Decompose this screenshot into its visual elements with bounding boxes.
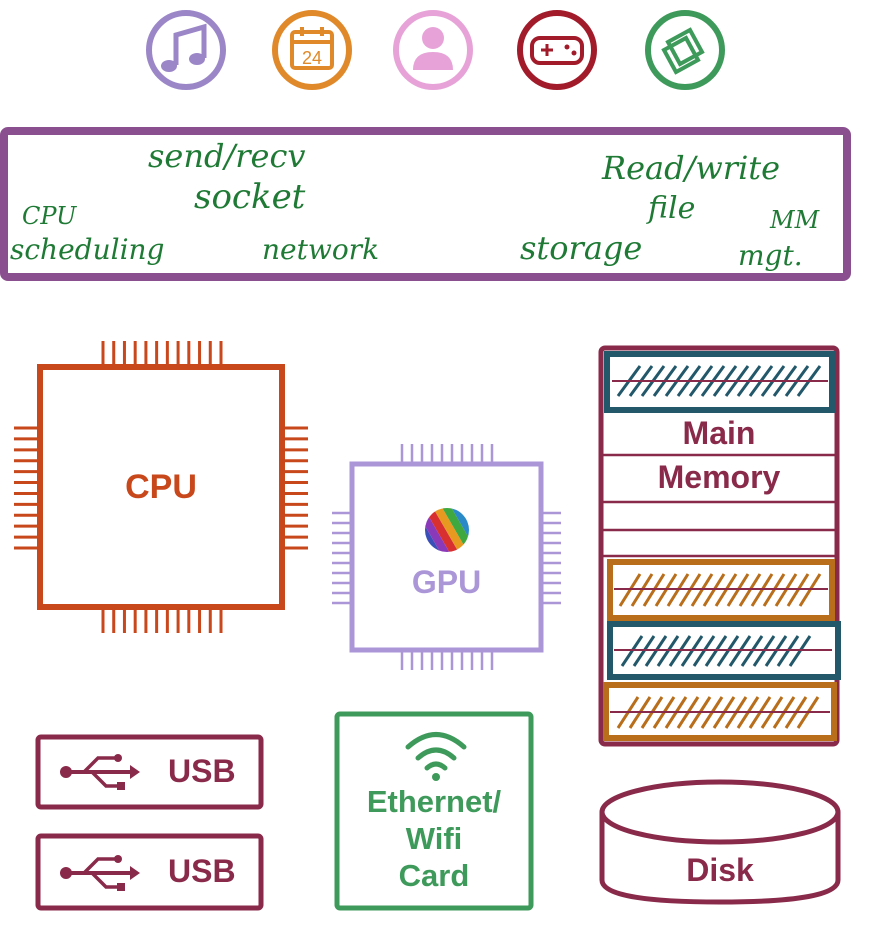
annotation-read-write: Read/write bbox=[602, 149, 781, 187]
annotation-send-recv: send/recv bbox=[148, 137, 306, 175]
usb-icon-2 bbox=[60, 855, 140, 891]
disk-label: Disk bbox=[686, 852, 754, 888]
usb-label-1: USB bbox=[168, 753, 236, 789]
memory-block-orange-1 bbox=[607, 559, 835, 621]
annotation-socket: socket bbox=[194, 177, 306, 217]
annotation-file: file bbox=[648, 191, 696, 226]
annotation-scheduling: scheduling bbox=[10, 233, 165, 266]
usb-icon-1 bbox=[60, 754, 140, 790]
memory-label-line1: Main bbox=[682, 415, 756, 451]
calendar-icon: 24 bbox=[272, 10, 352, 90]
contacts-icon bbox=[393, 10, 473, 90]
disk-cylinder bbox=[599, 779, 841, 905]
annotation-mgt: mgt. bbox=[738, 239, 803, 272]
calendar-day: 24 bbox=[302, 48, 322, 68]
network-card-line1: Ethernet/ bbox=[366, 784, 502, 819]
file-icon bbox=[645, 10, 725, 90]
memory-block-teal-2 bbox=[607, 621, 841, 680]
cpu-label: CPU bbox=[125, 468, 197, 506]
usb-port-1 bbox=[35, 734, 264, 810]
network-card-line3: Card bbox=[398, 858, 470, 893]
wifi-icon bbox=[405, 732, 467, 781]
annotation-cpu: CPU bbox=[22, 202, 77, 230]
annotation-network: network bbox=[262, 233, 380, 266]
annotation-mm: MM bbox=[770, 206, 820, 234]
network-card bbox=[334, 711, 534, 911]
memory-label-line2: Memory bbox=[657, 459, 781, 495]
memory-block-orange-2 bbox=[603, 682, 837, 741]
memory-block-teal-top bbox=[604, 351, 835, 413]
usb-port-2 bbox=[35, 833, 264, 911]
music-icon bbox=[146, 10, 226, 90]
game-controller-icon bbox=[517, 10, 597, 90]
cpu-chip bbox=[14, 341, 308, 633]
annotation-storage: storage bbox=[520, 229, 643, 267]
usb-label-2: USB bbox=[168, 853, 236, 889]
network-card-line2: Wifi bbox=[405, 821, 463, 856]
os-layer-box bbox=[0, 127, 851, 281]
gpu-label: GPU bbox=[411, 564, 482, 600]
gpu-chip bbox=[332, 444, 561, 670]
